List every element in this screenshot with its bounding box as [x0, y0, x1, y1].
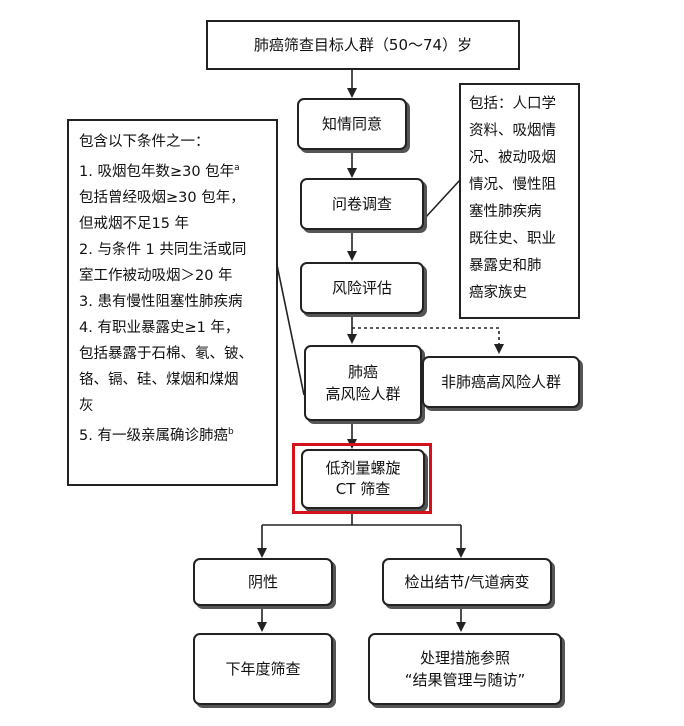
- criteria-line: 但戒烟不足15 年: [79, 215, 190, 232]
- criteria-line: 1. 吸烟包年数≥30 包年a: [79, 163, 240, 180]
- survey-note-line: 癌家族史: [469, 285, 527, 301]
- criteria-line: 包括曾经吸烟≥30 包年，: [79, 189, 245, 206]
- consent-label: 知情同意: [321, 114, 382, 133]
- survey-label: 问卷调查: [331, 194, 392, 213]
- positive-box: 检出结节/气道病变: [382, 558, 552, 606]
- survey-note-line: 包括：人口学: [469, 96, 556, 112]
- ldct-screening-box: 低剂量螺旋 CT 筛查: [301, 449, 425, 509]
- criteria-line: 3. 患有慢性阻塞性肺疾病: [79, 293, 243, 310]
- consent-box: 知情同意: [297, 98, 407, 150]
- survey-note-line: 塞性肺疾病: [469, 204, 542, 220]
- management-line-2: “结果管理与随访”: [404, 671, 526, 689]
- target-population-label: 肺癌筛查目标人群（50～74）岁: [253, 35, 473, 54]
- high-risk-line-2: 高风险人群: [325, 385, 401, 403]
- survey-note-line: 资料、吸烟情: [469, 123, 556, 139]
- criteria-line: 灰: [79, 397, 94, 414]
- high-risk-box: 肺癌 高风险人群: [304, 345, 422, 421]
- next-year-screening-box: 下年度筛查: [193, 633, 333, 705]
- connector-criteria-to-highrisk: [276, 264, 305, 396]
- risk-assessment-box: 风险评估: [300, 262, 424, 314]
- high-risk-line-1: 肺癌: [347, 362, 378, 381]
- non-high-risk-label: 非肺癌高风险人群: [440, 372, 561, 391]
- criteria-line: 铬、镉、硅、煤烟和煤烟: [79, 371, 239, 388]
- target-population-box: 肺癌筛查目标人群（50～74）岁: [206, 20, 520, 70]
- footnote-b-marker: b: [227, 426, 234, 437]
- management-line-1: 处理措施参照: [419, 648, 510, 667]
- management-box: 处理措施参照 “结果管理与随访”: [368, 633, 562, 705]
- survey-note-line: 情况、慢性阻: [469, 177, 556, 193]
- criteria-line: 4. 有职业暴露史≥1 年，: [79, 319, 240, 336]
- criteria-line: 2. 与条件 1 共同生活或同: [79, 241, 247, 258]
- ldct-line-2: CT 筛查: [335, 480, 391, 498]
- footnote-a-marker: a: [234, 163, 240, 173]
- criteria-line: 室工作被动吸烟＞20 年: [79, 267, 233, 284]
- survey-note-line: 既往史、职业: [469, 231, 556, 247]
- survey-note-line: 况、被动吸烟: [469, 150, 556, 166]
- ldct-highlight-frame: [292, 443, 432, 514]
- criteria-header: 包含以下条件之一：: [79, 134, 210, 150]
- risk-assessment-label: 风险评估: [331, 278, 392, 297]
- negative-label: 阴性: [247, 572, 278, 591]
- negative-box: 阴性: [193, 558, 333, 606]
- high-risk-criteria-note: 包含以下条件之一： 1. 吸烟包年数≥30 包年a 包括曾经吸烟≥30 包年， …: [67, 119, 278, 486]
- non-high-risk-box: 非肺癌高风险人群: [422, 356, 580, 408]
- ldct-line-1: 低剂量螺旋: [325, 459, 401, 477]
- survey-note-line: 暴露史和肺: [469, 258, 542, 274]
- survey-box: 问卷调查: [300, 178, 424, 230]
- survey-contents-note: 包括：人口学 资料、吸烟情 况、被动吸烟 情况、慢性阻 塞性肺疾病 既往史、职业…: [459, 83, 580, 319]
- criteria-line: 5. 有一级亲属确诊肺癌b: [79, 426, 234, 444]
- next-year-screening-label: 下年度筛查: [225, 659, 301, 678]
- connector-survey-note: [424, 179, 461, 219]
- positive-label: 检出结节/气道病变: [404, 572, 530, 591]
- criteria-line: 包括暴露于石棉、氡、铍、: [79, 345, 253, 362]
- arrow-risk-to-nonhighrisk: [352, 327, 504, 354]
